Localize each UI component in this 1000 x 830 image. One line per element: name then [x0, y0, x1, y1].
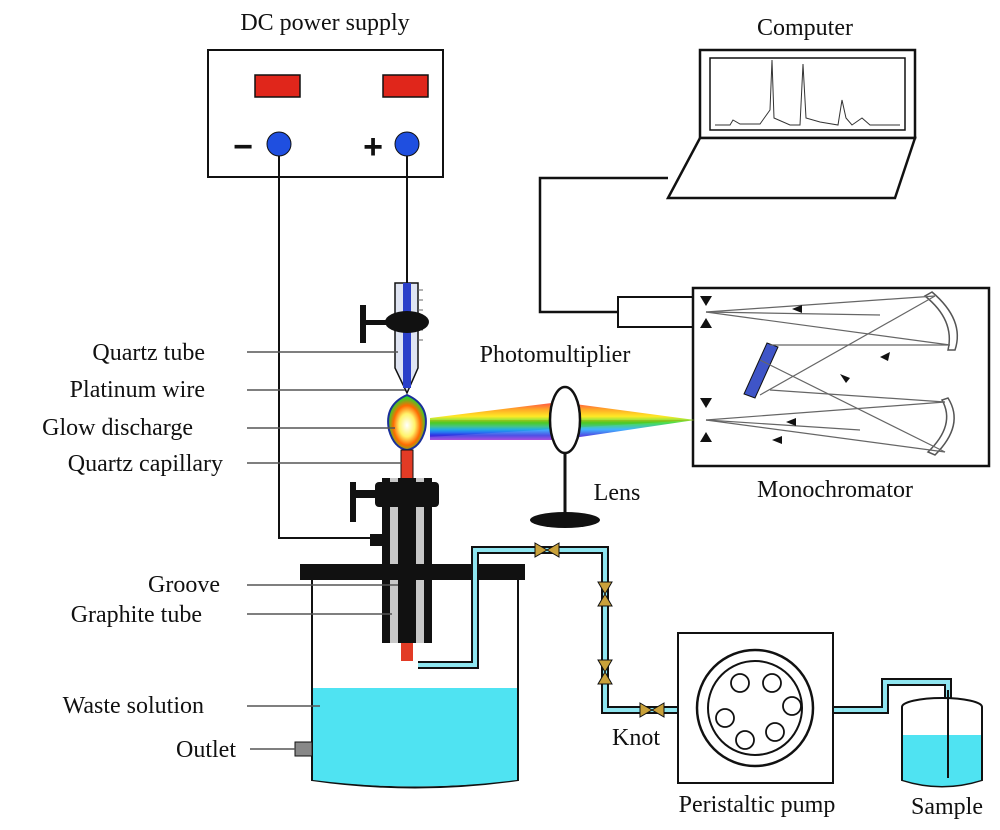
negative-terminal [266, 131, 292, 157]
waste-solution-label: Waste solution [63, 693, 204, 719]
positive-terminal [394, 131, 420, 157]
monochromator-label: Monochromator [757, 477, 913, 503]
left-labels: Quartz tube Platinum wire Glow discharge… [42, 340, 405, 763]
discharge-cell [294, 282, 525, 789]
laptop-icon [665, 48, 917, 200]
sample-label: Sample [911, 794, 983, 820]
dc-power-supply: DC power supply − + [207, 10, 444, 178]
platinum-wire-label: Platinum wire [70, 377, 205, 403]
glow-discharge-label: Glow discharge [42, 415, 193, 441]
computer: Computer [665, 15, 917, 200]
lens-icon: Lens [530, 385, 641, 528]
negative-wire [278, 156, 372, 539]
wires [278, 156, 408, 539]
photomultiplier: Photomultiplier [480, 296, 694, 368]
peristaltic-pump-icon [677, 632, 834, 784]
quartz-capillary-label: Quartz capillary [68, 451, 223, 477]
monochromator: Monochromator [691, 286, 991, 503]
beaker-icon [901, 690, 983, 788]
knots [534, 542, 665, 718]
computer-label: Computer [757, 15, 853, 41]
peristaltic-pump-label: Peristaltic pump [679, 792, 836, 818]
groove-label: Groove [148, 572, 220, 598]
minus-sign: − [233, 128, 253, 166]
plus-sign: + [363, 128, 383, 166]
computer-cable [538, 176, 668, 314]
outlet-label: Outlet [176, 737, 236, 763]
lens-label: Lens [594, 480, 641, 506]
photomultiplier-label: Photomultiplier [480, 342, 631, 368]
knot-label: Knot [612, 725, 660, 751]
indicator-light-left [254, 74, 301, 98]
quartz-tube-label: Quartz tube [92, 340, 205, 366]
indicator-light-right [382, 74, 429, 98]
graphite-tube-label: Graphite tube [71, 602, 202, 628]
power-supply-label: DC power supply [240, 10, 409, 36]
